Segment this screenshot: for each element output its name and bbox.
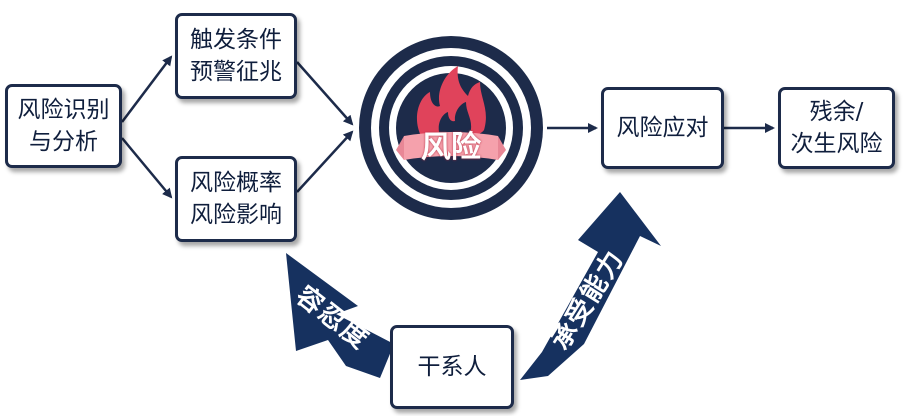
node-label-line1: 触发条件 bbox=[190, 27, 282, 53]
node-risk-probability: 风险概率 风险影响 bbox=[175, 156, 297, 242]
node-trigger-conditions: 触发条件 预警征兆 bbox=[175, 13, 297, 99]
banner-icon bbox=[396, 132, 506, 160]
node-label-line1: 风险概率 bbox=[190, 170, 282, 196]
node-risk-identification: 风险识别 与分析 bbox=[5, 84, 122, 168]
risk-label: 风险 bbox=[421, 130, 481, 165]
node-residual-risk: 残余/ 次生风险 bbox=[778, 87, 895, 169]
node-stakeholder: 干系人 bbox=[390, 325, 514, 409]
flame-icon bbox=[416, 66, 486, 140]
arrow-identify-to-trigger bbox=[121, 55, 173, 123]
node-label-line2: 风险影响 bbox=[190, 202, 282, 228]
arrow-prob-to-risk bbox=[296, 130, 354, 193]
node-label-line1: 风险识别 bbox=[17, 97, 110, 123]
node-label: 干系人 bbox=[417, 354, 487, 380]
node-label: 风险应对 bbox=[616, 115, 709, 141]
node-risk-response: 风险应对 bbox=[601, 87, 724, 169]
node-label-line2: 预警征兆 bbox=[190, 59, 282, 85]
node-label-line2: 次生风险 bbox=[790, 131, 883, 157]
node-label-line1: 残余/ bbox=[809, 99, 864, 125]
node-label-line2: 与分析 bbox=[29, 129, 98, 155]
capacity-arrow bbox=[520, 192, 661, 380]
arrow-identify-to-prob bbox=[121, 137, 173, 199]
tolerance-arrow bbox=[286, 253, 394, 378]
arrow-trigger-to-risk bbox=[296, 61, 354, 126]
